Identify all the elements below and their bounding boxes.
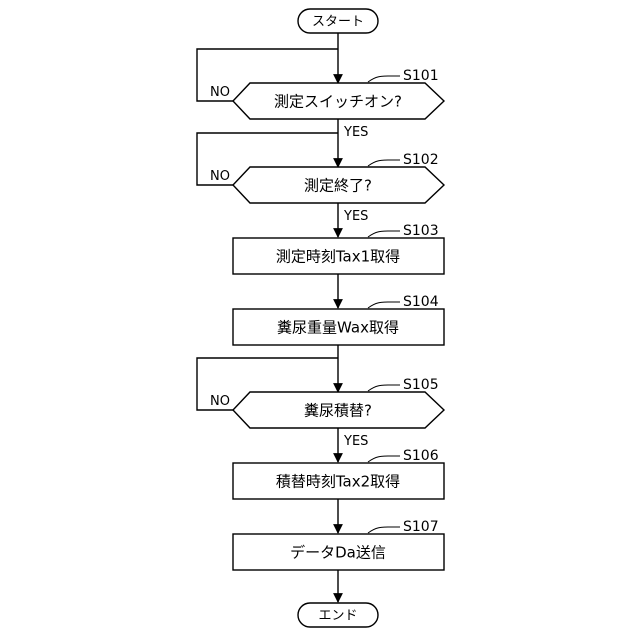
yes-label-s101: YES — [343, 125, 368, 140]
start-label: スタート — [312, 15, 364, 30]
leader-s102 — [368, 160, 400, 166]
process-s104-text: 糞尿重量Wax取得 — [277, 319, 399, 337]
process-s106-text: 積替時刻Tax2取得 — [276, 473, 400, 491]
process-s107-text: データDa送信 — [290, 544, 386, 562]
leader-s105 — [368, 385, 400, 391]
step-id-s106: S106 — [403, 448, 439, 464]
leader-s104 — [368, 302, 400, 308]
step-id-s103: S103 — [403, 223, 439, 239]
no-label-s102: NO — [210, 169, 230, 184]
decision-s105-text: 糞尿積替? — [304, 402, 372, 420]
step-id-s101: S101 — [403, 68, 439, 84]
step-id-s105: S105 — [403, 377, 439, 393]
step-id-s104: S104 — [403, 294, 439, 310]
leader-s103 — [368, 231, 400, 237]
no-label-s105: NO — [210, 394, 230, 409]
yes-label-s102: YES — [343, 209, 368, 224]
yes-label-s105: YES — [343, 434, 368, 449]
leader-s106 — [368, 456, 400, 462]
no-label-s101: NO — [210, 85, 230, 100]
end-label: エンド — [318, 609, 357, 624]
leader-s107 — [368, 527, 400, 533]
leader-s101 — [368, 76, 400, 82]
process-s103-text: 測定時刻Tax1取得 — [276, 248, 400, 266]
step-id-s107: S107 — [403, 519, 439, 535]
decision-s102-text: 測定終了? — [304, 177, 372, 195]
step-id-s102: S102 — [403, 152, 439, 168]
decision-s101-text: 測定スイッチオン? — [274, 93, 402, 111]
